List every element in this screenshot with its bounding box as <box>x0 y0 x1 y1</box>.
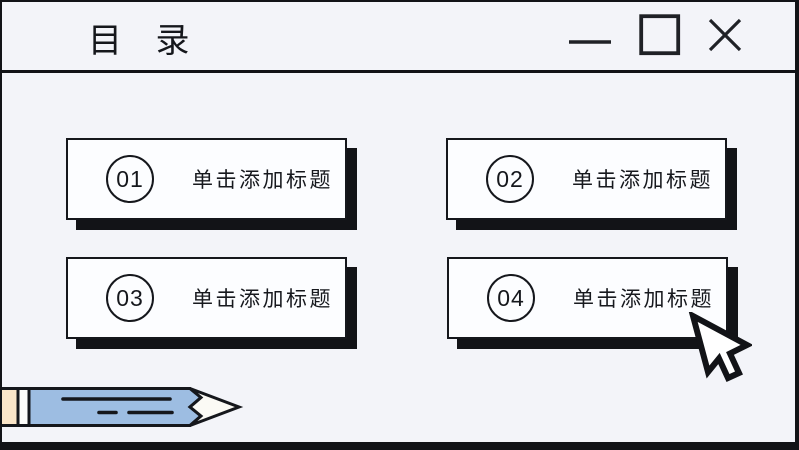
toc-card-01[interactable]: 01 单击添加标题 <box>66 138 347 220</box>
toc-card-03[interactable]: 03 单击添加标题 <box>66 257 347 339</box>
titlebar: 目 录 <box>0 0 799 70</box>
window-controls <box>568 0 742 70</box>
card-number: 03 <box>116 284 144 311</box>
maximize-button[interactable] <box>639 14 681 56</box>
card-number: 04 <box>497 284 525 311</box>
card-title-placeholder[interactable]: 单击添加标题 <box>192 288 333 311</box>
card-number: 01 <box>116 165 144 192</box>
close-button[interactable] <box>708 18 742 52</box>
toc-card-02[interactable]: 02 单击添加标题 <box>446 138 727 220</box>
titlebar-separator <box>0 70 799 73</box>
minimize-icon <box>568 15 612 55</box>
page-title: 目 录 <box>88 22 202 60</box>
number-badge: 04 <box>487 274 535 322</box>
toc-card-04[interactable]: 04 单击添加标题 <box>447 257 728 339</box>
card-title-placeholder[interactable]: 单击添加标题 <box>192 169 333 192</box>
maximize-icon <box>639 14 681 56</box>
card-number: 02 <box>496 165 524 192</box>
card-title-placeholder[interactable]: 单击添加标题 <box>572 169 713 192</box>
minimize-button[interactable] <box>568 15 612 55</box>
number-badge: 01 <box>106 155 154 203</box>
number-badge: 02 <box>486 155 534 203</box>
number-badge: 03 <box>106 274 154 322</box>
arrow-cursor-icon <box>686 310 754 389</box>
close-icon <box>708 18 742 52</box>
card-title-placeholder[interactable]: 单击添加标题 <box>573 288 714 311</box>
pencil-icon <box>0 386 246 433</box>
